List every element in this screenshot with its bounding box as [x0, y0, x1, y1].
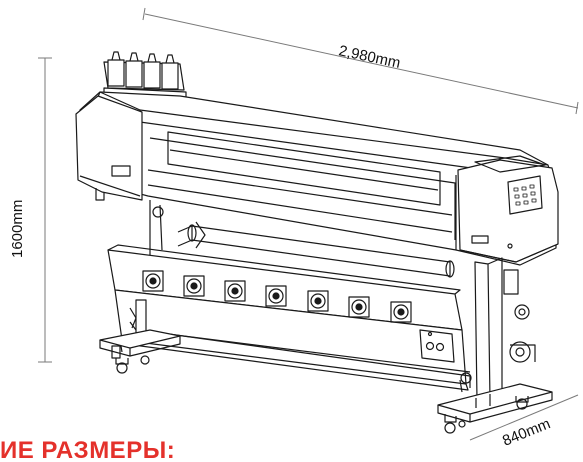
left-end-cap	[75, 95, 143, 201]
ink-tanks	[103, 51, 187, 99]
section-heading: ИЕ РАЗМЕРЫ:	[0, 437, 176, 462]
fan-icon	[265, 285, 287, 307]
printer-drawing	[75, 51, 559, 434]
height-dimension	[38, 57, 52, 363]
depth-dimension	[469, 394, 579, 441]
fan-icon	[348, 296, 370, 318]
left-label-plate	[111, 165, 131, 177]
media-roll	[177, 221, 455, 278]
width-label: 2,980mm	[337, 42, 402, 72]
fan-icon	[307, 290, 329, 312]
fan-icon	[183, 275, 205, 297]
fan-row	[142, 270, 412, 323]
fan-icon	[224, 280, 246, 302]
depth-label: 840mm	[500, 415, 553, 450]
control-keypad	[507, 175, 543, 215]
lcd-screen	[474, 155, 546, 173]
right-leg	[474, 257, 536, 401]
right-foot	[437, 383, 553, 434]
left-leg	[99, 299, 181, 374]
width-dimension	[142, 7, 579, 115]
keypad-buttons	[513, 184, 537, 206]
fan-icon	[142, 270, 164, 292]
right-label-plate	[471, 235, 489, 244]
height-label: 1600mm	[9, 200, 26, 258]
fan-icon	[390, 301, 412, 323]
